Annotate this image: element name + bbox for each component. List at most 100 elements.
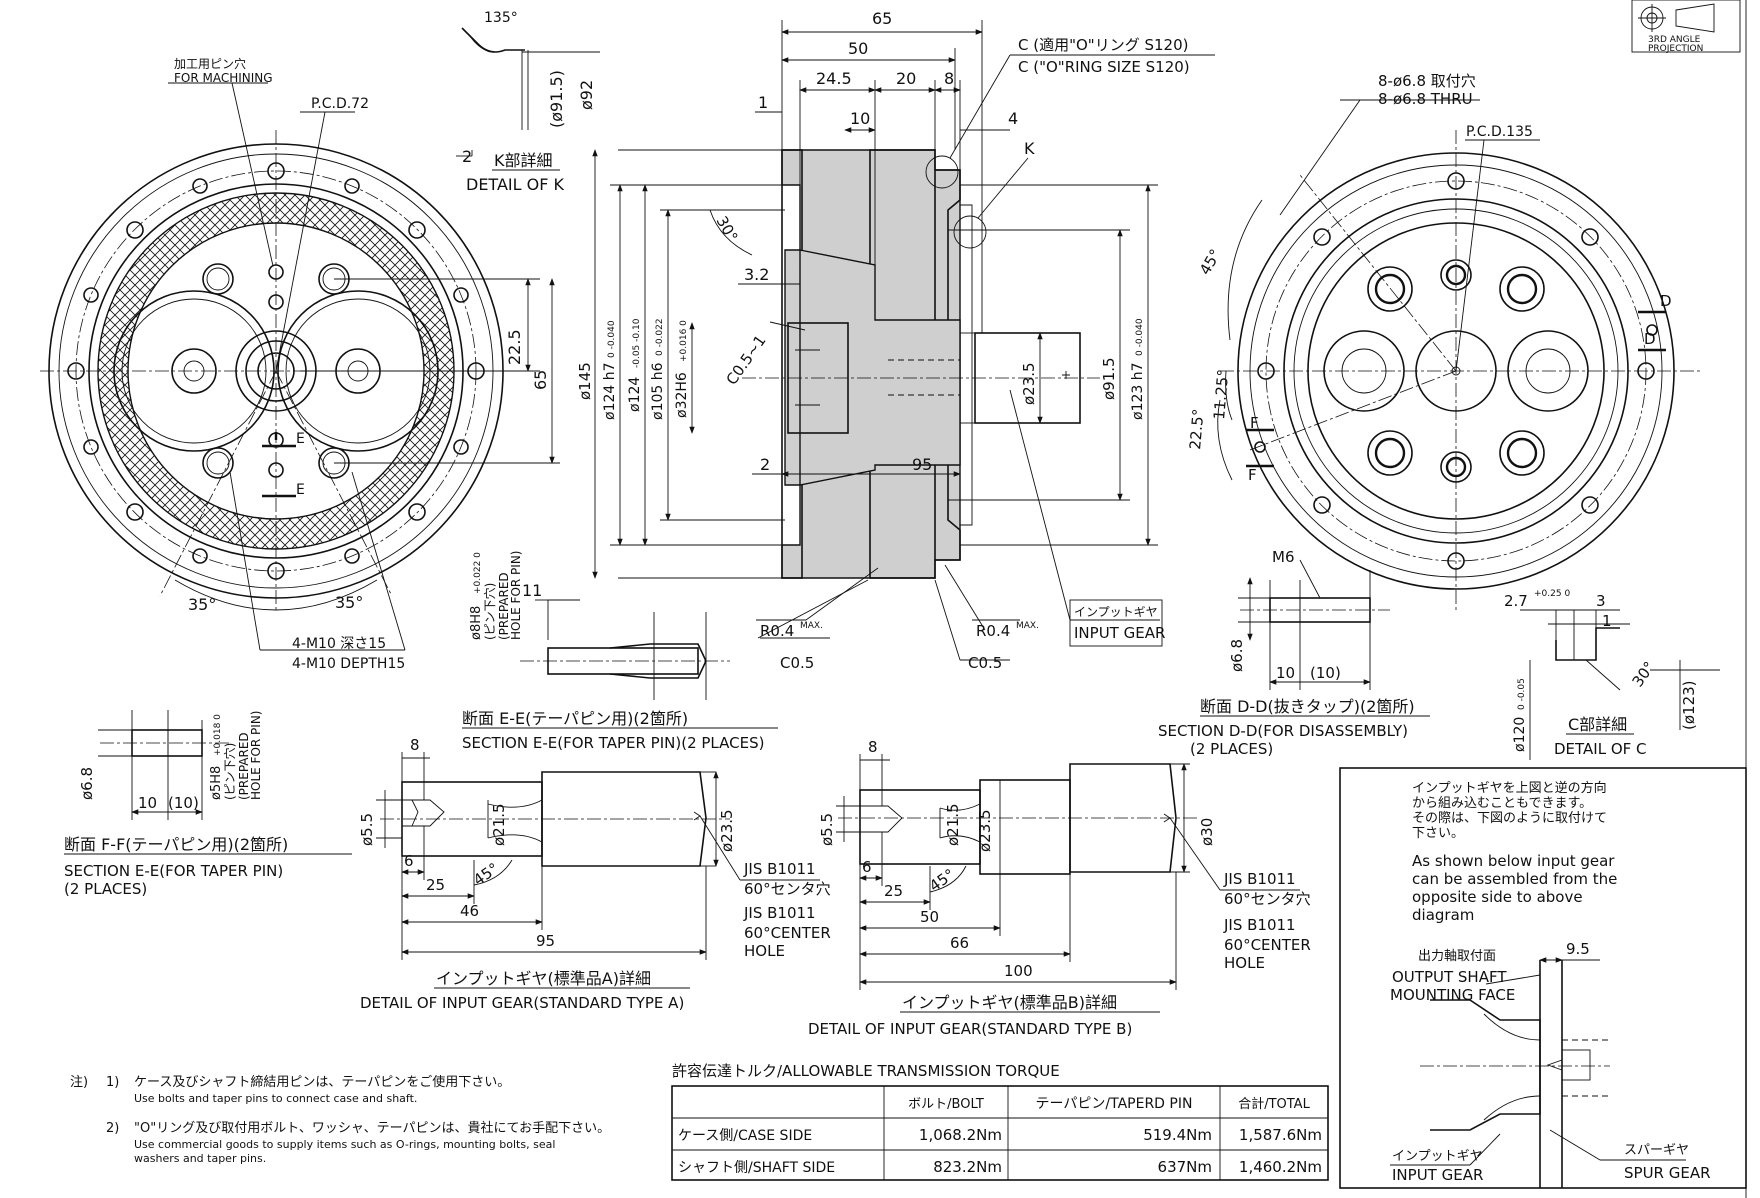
gear-b-dim-50: 50 [920, 908, 939, 926]
gear-a-dim-25: 25 [426, 876, 445, 894]
detail-c-title-jp: C部詳細 [1568, 715, 1627, 734]
reverse-jp-4: 下さい。 [1412, 826, 1464, 841]
c-dia-123: (ø123) [1680, 680, 1698, 730]
sec-dia-124h7-tol: 0 -0.040 [607, 320, 617, 358]
gear-a-dim-95: 95 [536, 932, 555, 950]
sec-dia-91-5: ø91.5 [1100, 357, 1118, 400]
ff-dia-5: ø5H8 [209, 766, 224, 800]
torque-row-0-bolt: 1,068.2Nm [919, 1126, 1002, 1144]
torque-row-0-total: 1,587.6Nm [1239, 1126, 1322, 1144]
section-dd-title-en-1: SECTION D-D(FOR DISASSEMBLY) [1158, 722, 1408, 740]
section-f-marker-bottom: F [1248, 466, 1257, 484]
rear-thru-jp: 8-ø6.8 取付穴 [1378, 72, 1476, 90]
section-ff-title-en-2: (2 PLACES) [64, 880, 147, 898]
sec-c-right: C0.5 [968, 654, 1002, 672]
section-d-marker-bottom: D [1644, 330, 1656, 348]
reverse-spur-jp: スパーギヤ [1624, 1143, 1689, 1158]
sec-dim-3-2: 3.2 [744, 265, 769, 284]
notes-prefix: 注) [70, 1075, 88, 1090]
c-dim-2-7: 2.7 [1504, 592, 1528, 610]
gear-a-jis-3: JIS B1011 [743, 904, 816, 922]
ff-dia-5-tol: +0.018 0 [213, 714, 223, 756]
note-1-en: Use bolts and taper pins to connect case… [134, 1092, 417, 1105]
sec-dim-8: 8 [944, 69, 954, 88]
ee-prepared-1: (PREPARED [497, 572, 511, 640]
input-gear-label-jp: インプットギヤ [1074, 605, 1158, 619]
gear-b-title-jp: インプットギヤ(標準品B)詳細 [902, 993, 1117, 1012]
torque-header-total: 合計/TOTAL [1238, 1096, 1310, 1112]
torque-table [671, 1085, 1329, 1181]
oring-label-en: C ("O"RING SIZE S120) [1018, 58, 1190, 76]
ee-dim-11: 11 [522, 581, 542, 600]
dd-dim-10p: (10) [1310, 664, 1341, 682]
gear-b-dia-21-5: ø21.5 [944, 803, 962, 846]
torque-row-0-label: ケース側/CASE SIDE [678, 1128, 812, 1144]
front-tap-en: 4-M10 DEPTH15 [292, 656, 405, 672]
ee-pin-jp: (ピン下穴) [482, 583, 497, 640]
reverse-jp-3: その際は、下図のように取付けて [1412, 811, 1607, 826]
section-e-marker-top: E [296, 431, 305, 447]
sec-dim-4: 4 [1008, 109, 1018, 128]
gear-a-dim-8: 8 [410, 736, 420, 754]
sec-dia-124h7: ø124 h7 [602, 362, 618, 420]
torque-row-0-pin: 519.4Nm [1143, 1126, 1212, 1144]
sec-dia-123-tol: 0 -0.040 [1135, 318, 1145, 356]
ff-prepared-1: (PREPARED [237, 732, 251, 800]
sec-r-right-sup: MAX. [1016, 621, 1039, 631]
gear-b-jis-5: HOLE [1224, 954, 1265, 972]
gear-a-jis-5: HOLE [744, 942, 785, 960]
detail-k-dim-2: 2 [462, 147, 472, 166]
rear-view [1217, 99, 1700, 612]
gear-a-jis-1: JIS B1011 [743, 860, 816, 878]
torque-row-1-total: 1,460.2Nm [1239, 1158, 1322, 1176]
gear-a-dia-23-5: ø23.5 [718, 809, 736, 852]
sec-dim-20: 20 [896, 69, 916, 88]
torque-header-pin: テーパピン/TAPERD PIN [1036, 1096, 1193, 1112]
section-ff-title-jp: 断面 F-F(テーパピン用)(2箇所) [64, 835, 288, 854]
front-pcd-label: P.C.D.72 [311, 96, 369, 112]
front-view [40, 82, 560, 651]
reverse-face-jp: 出力軸取付面 [1418, 949, 1496, 964]
ee-prepared-2: HOLE FOR PIN) [509, 551, 523, 640]
sec-dim-10: 10 [850, 109, 870, 128]
gear-b-title-en: DETAIL OF INPUT GEAR(STANDARD TYPE B) [808, 1020, 1132, 1038]
reverse-input-en: INPUT GEAR [1392, 1166, 1483, 1184]
reverse-input-jp: インプットギヤ [1392, 1149, 1483, 1164]
sec-r-right: R0.4 [976, 622, 1010, 640]
detail-k-graphic [456, 27, 600, 157]
reverse-en-2: can be assembled from the [1412, 870, 1617, 888]
ff-prepared-2: HOLE FOR PIN) [249, 711, 263, 800]
detail-k-marker: K [1024, 139, 1035, 158]
section-f-marker-top: F [1250, 414, 1259, 432]
gear-a-jis-4: 60°CENTER [744, 924, 831, 942]
detail-c-title-en: DETAIL OF C [1554, 740, 1647, 758]
rear-angle-45: 45° [1196, 246, 1225, 278]
ff-dia-6-8: ø6.8 [78, 767, 96, 800]
sec-dim-50: 50 [848, 39, 868, 58]
gear-b-jis-3: JIS B1011 [1223, 916, 1296, 934]
reverse-jp-1: インプットギヤを上図と逆の方向 [1412, 780, 1607, 796]
sec-dim-95: 95 [912, 455, 932, 474]
rear-pcd: P.C.D.135 [1466, 124, 1533, 140]
gear-a-dia-21-5: ø21.5 [490, 803, 508, 846]
sec-dia-124: ø124 [627, 377, 643, 412]
detail-k-dia-91-5: (ø91.5) [547, 70, 566, 128]
front-angle-35-right: 35° [335, 593, 363, 612]
gear-b-dim-66: 66 [950, 934, 969, 952]
section-ee-graphic [520, 599, 730, 700]
rear-thru-en: 8-ø6.8 THRU [1378, 90, 1473, 108]
ee-dia-8-tol: +0.022 0 [473, 552, 483, 594]
note-2-num: 2) [106, 1121, 119, 1136]
note-2-en-1: Use commercial goods to supply items suc… [134, 1138, 555, 1151]
sec-dia-105-tol: 0 -0.022 [655, 318, 665, 356]
projection-label-1: 3RD ANGLE [1648, 35, 1701, 45]
torque-row-1-pin: 637Nm [1158, 1158, 1212, 1176]
sec-r-left: R0.4 [760, 622, 794, 640]
sec-dim-2: 2 [760, 455, 770, 474]
gear-b-dim-100: 100 [1004, 962, 1033, 980]
reverse-dim-9-5: 9.5 [1566, 940, 1590, 958]
gear-b-jis-1: JIS B1011 [1223, 870, 1296, 888]
torque-header-bolt: ボルト/BOLT [908, 1097, 984, 1112]
section-dd-graphic [1238, 559, 1390, 690]
